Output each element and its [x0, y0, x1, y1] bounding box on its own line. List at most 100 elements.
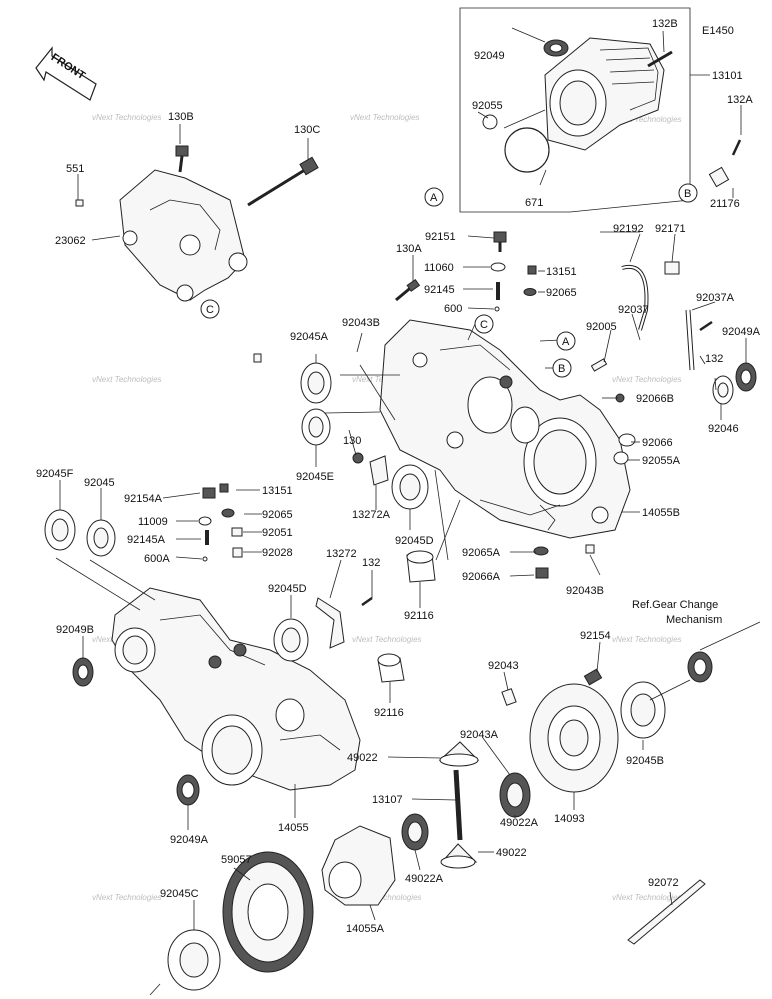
part-label: 92154 — [580, 630, 611, 642]
part-label: 92043B — [566, 585, 604, 597]
part-label: 92043B — [342, 317, 380, 329]
part-label: 92045E — [296, 471, 334, 483]
diagram-code: E1450 — [702, 25, 734, 37]
part-label: 551 — [66, 163, 84, 175]
part-label: 13107 — [372, 794, 403, 806]
part-label: 92051 — [262, 527, 293, 539]
part-label: 14055A — [346, 923, 385, 935]
part-label: 11060 — [424, 262, 454, 274]
callout-b: B — [684, 188, 691, 200]
front-arrow-icon: FRONT — [35, 46, 97, 101]
watermark: vNext Technologies — [612, 375, 682, 384]
part-label: 92045B — [626, 755, 664, 767]
watermark: vNext Technologies — [612, 635, 682, 644]
part-label: 92046 — [708, 423, 739, 435]
watermark: vNext Technologies — [92, 893, 162, 902]
callout-a: A — [562, 336, 570, 348]
part-label: 92154A — [124, 493, 163, 505]
part-label: 14055B — [642, 507, 680, 519]
part-label: 92065A — [462, 547, 501, 559]
callout-b: B — [558, 363, 565, 375]
part-label: 130C — [294, 124, 320, 136]
watermark: vNext Technologies — [350, 113, 420, 122]
watermark: vNext Technologies — [612, 893, 682, 902]
part-label: 92066B — [636, 393, 674, 405]
part-label: 92028 — [262, 547, 293, 559]
part-label: 92066A — [462, 571, 501, 583]
watermark: vNext Technologies — [92, 113, 162, 122]
part-label: 92049A — [722, 326, 761, 338]
part-label: 13272A — [352, 509, 391, 521]
part-label: 92049A — [170, 834, 209, 846]
part-label: 49022A — [405, 873, 444, 885]
watermark: vNext Technologies — [352, 635, 422, 644]
watermark: vNext Technologies — [352, 893, 422, 902]
small-hardware — [198, 139, 742, 686]
part-label: 92151 — [425, 231, 456, 243]
part-label: 92072 — [648, 877, 679, 889]
part-label: 92043 — [488, 660, 519, 672]
part-label: 92145A — [127, 534, 166, 546]
part-label: 59057 — [221, 854, 252, 866]
part-label: 92065 — [262, 509, 293, 521]
crankcase-right-14055B — [379, 319, 631, 539]
ref-note-line-2: Mechanism — [666, 614, 722, 626]
part-label: 13272 — [326, 548, 357, 560]
callout-c: C — [206, 304, 214, 316]
part-label: 92192 — [613, 223, 644, 235]
part-label: 49022 — [347, 752, 378, 764]
part-label: 23062 — [55, 235, 86, 247]
part-label: 92116 — [404, 610, 434, 622]
part-label: 132 — [362, 557, 380, 569]
part-label: 92037A — [696, 292, 735, 304]
part-label: 92045F — [36, 468, 74, 480]
part-label: 130B — [168, 111, 194, 123]
ref-note-line-1: Ref.Gear Change — [632, 599, 718, 611]
part-label: 49022 — [496, 847, 527, 859]
part-label: 132B — [652, 18, 678, 30]
watermark: vNext Technologies — [92, 375, 162, 384]
bearings — [44, 362, 757, 991]
part-label: 21176 — [710, 198, 740, 210]
part-label: 671 — [525, 197, 543, 209]
part-label: 92049B — [56, 624, 94, 636]
part-label: 92066 — [642, 437, 673, 449]
part-label: 130 — [343, 435, 361, 447]
part-label: 92045A — [290, 331, 329, 343]
watermark: vNext Technologies — [612, 115, 682, 124]
part-label: 92145 — [424, 284, 455, 296]
part-label: 14093 — [554, 813, 585, 825]
part-labels: 132B 92049 13101 92055 671 132A 21176 13… — [36, 18, 761, 935]
part-label: 132 — [705, 353, 723, 365]
part-label: 92055 — [472, 100, 503, 112]
part-label: 600 — [444, 303, 462, 315]
part-label: 92005 — [586, 321, 617, 333]
part-label: 92055A — [642, 455, 681, 467]
crankcase-left-14055 — [111, 587, 361, 791]
part-label: 13151 — [262, 485, 293, 497]
callouts: A B C C A B — [200, 183, 698, 378]
part-label: 92049 — [474, 50, 505, 62]
part-label: 600A — [144, 553, 170, 565]
part-label: 92065 — [546, 287, 577, 299]
part-label: 14055 — [278, 822, 309, 834]
part-label: 49022A — [500, 817, 539, 829]
part-label: 13151 — [546, 266, 577, 278]
part-label: 92171 — [655, 223, 686, 235]
part-label: 92045C — [160, 888, 199, 900]
part-label: 92045D — [395, 535, 434, 547]
callout-a: A — [430, 192, 438, 204]
differential-parts — [222, 683, 706, 973]
mount-bracket-23062 — [75, 145, 319, 302]
part-label: 13101 — [712, 70, 743, 82]
part-label: 92043A — [460, 729, 499, 741]
part-label: 92037 — [618, 304, 649, 316]
inset-gear-case-group — [459, 7, 691, 213]
part-label: 92045 — [84, 477, 115, 489]
part-label: 130A — [396, 243, 422, 255]
part-label: 92045D — [268, 583, 307, 595]
part-label: 11009 — [138, 516, 168, 528]
callout-c: C — [480, 319, 488, 331]
part-label: 132A — [727, 94, 753, 106]
